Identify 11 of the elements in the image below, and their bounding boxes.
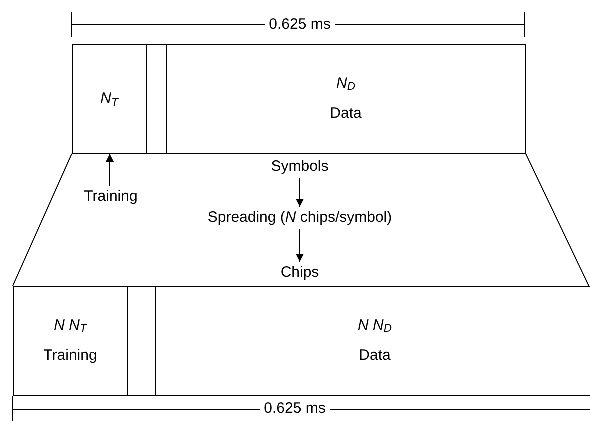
projection-line bbox=[12, 154, 72, 286]
guard-field bbox=[146, 44, 167, 154]
arrow bbox=[296, 178, 304, 208]
frame-field bbox=[155, 286, 590, 396]
frame-field bbox=[72, 44, 147, 154]
arrow bbox=[106, 154, 114, 186]
frame-field bbox=[13, 286, 128, 396]
arrow bbox=[296, 228, 304, 262]
projection-line bbox=[526, 154, 590, 286]
guard-field bbox=[127, 286, 156, 396]
frame-field bbox=[166, 44, 526, 154]
